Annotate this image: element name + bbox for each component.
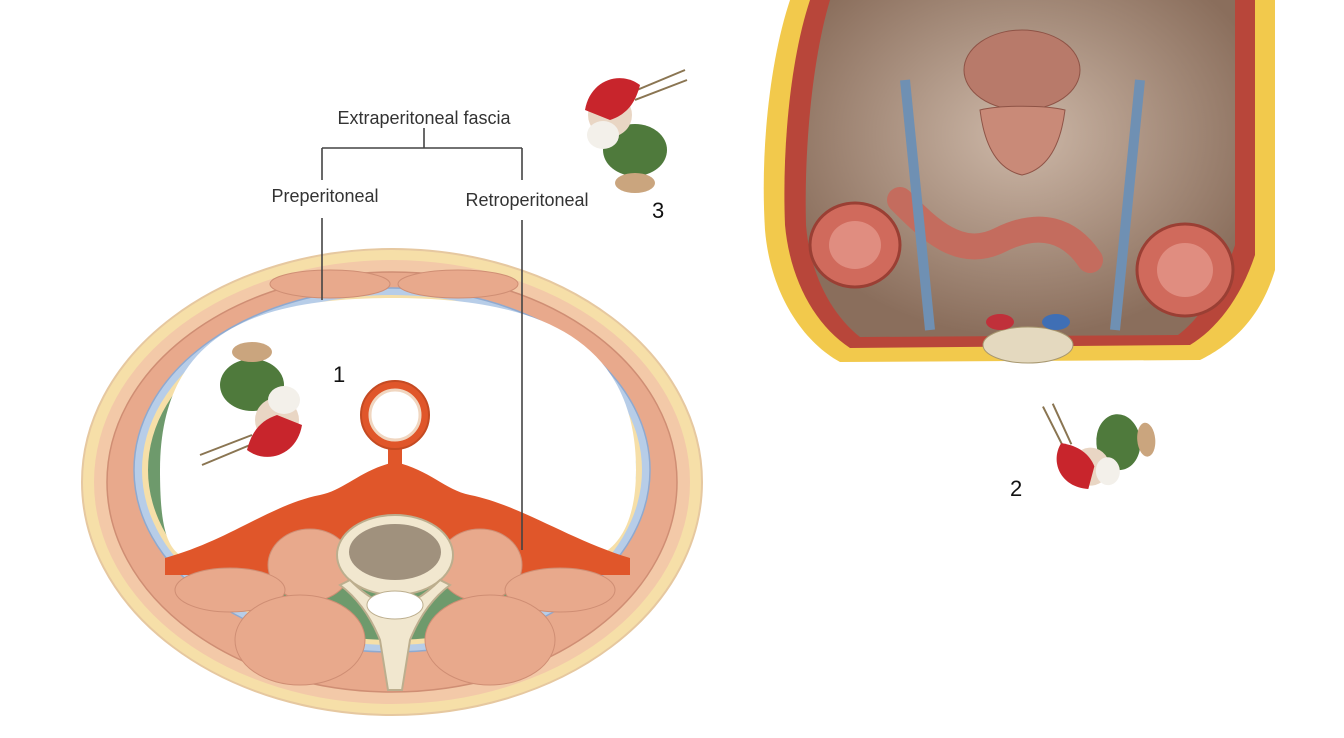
abdominal-cross-section: Extraperitoneal fascia Preperitoneal Ret… [81,108,703,716]
marker-3: 3 [652,198,664,223]
label-retroperitoneal: Retroperitoneal [465,190,588,210]
pelvis-illustration [763,0,1275,364]
rectus-muscle-right [397,269,519,299]
label-extraperitoneal-fascia: Extraperitoneal fascia [337,108,511,128]
rectus-muscle-left [269,269,391,299]
marker-1: 1 [333,362,345,387]
label-preperitoneal: Preperitoneal [271,186,378,206]
marker-2: 2 [1010,476,1022,501]
vertebra [336,514,454,691]
leader-line-extraperitoneal [321,128,523,180]
gnome-figure-icon-2 [1042,403,1156,489]
gnome-figure-icon-3 [585,69,688,193]
gnome-figure-icon-1 [199,342,302,466]
mesentery-stalk [388,445,402,475]
